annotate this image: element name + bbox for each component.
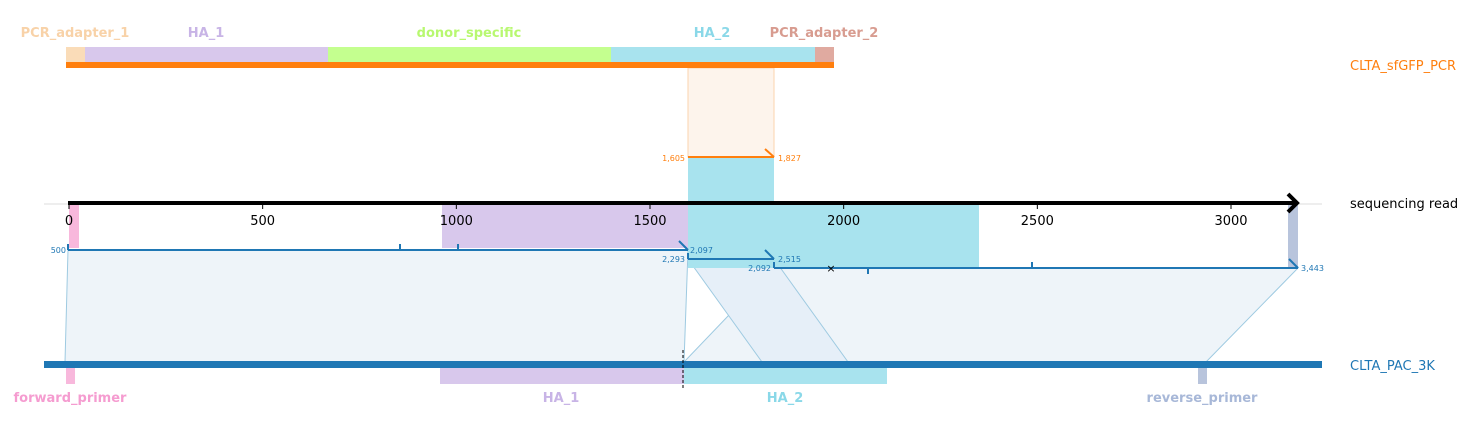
target-backbone-bar (44, 361, 1322, 368)
donor-feature-ha1 (85, 47, 328, 63)
read-region-ha1 (442, 205, 688, 248)
target-alignment-2-end-hook (764, 249, 775, 260)
target-alignment-3-end-label: 3,443 (1301, 264, 1324, 273)
read-axis-tick-label: 2500 (1021, 214, 1054, 229)
target-track-name: CLTA_PAC_3K (1350, 359, 1435, 374)
donor-feature-label-pcr-adapter-2: PCR_adapter_2 (770, 26, 879, 41)
read-axis-tick-label: 500 (250, 214, 275, 229)
read-region-forward-primer (69, 205, 79, 248)
donor-backbone-bar (66, 62, 834, 68)
donor-alignment: 1,605 1,827 (662, 148, 801, 163)
donor-feature-ha2 (611, 47, 815, 63)
read-region-ha2-upper (688, 157, 774, 205)
target-alignment-1-end-label: 2,097 (690, 246, 713, 255)
target-alignment-3-end-hook (1288, 258, 1299, 269)
read-axis-tick-label: 2000 (827, 214, 860, 229)
donor-feature-label-ha1: HA_1 (188, 26, 225, 41)
target-feature-label-ha1: HA_1 (543, 391, 580, 406)
read-axis-tick-label: 0 (65, 214, 73, 229)
read-direction-arrowhead (1286, 192, 1300, 214)
target-feature-reverse-primer (1198, 368, 1207, 384)
target-alignment-3-start-label: 2,092 (748, 264, 771, 273)
target-alignment-2-start-label: 2,293 (662, 255, 685, 264)
read-track-name: sequencing read (1350, 197, 1458, 212)
target-feature-forward-primer (66, 368, 75, 384)
donor-feature-label-ha2: HA_2 (694, 26, 731, 41)
donor-alignment-end-hook (764, 148, 775, 158)
read-region-ha2 (688, 205, 979, 268)
target-feature-label-ha2: HA_2 (767, 391, 804, 406)
donor-feature-label-donor-specific: donor_specific (417, 26, 522, 41)
donor-alignment-end-label: 1,827 (778, 154, 801, 163)
read-axis-tick-label: 3000 (1214, 214, 1247, 229)
donor-projection-shade (687, 67, 775, 158)
donor-track: PCR_adapter_1 HA_1 donor_specific HA_2 P… (21, 26, 1456, 74)
target-feature-ha1 (440, 368, 684, 384)
donor-feature-pcr-adapter-1 (66, 47, 85, 63)
read-axis-tick-label: 1000 (440, 214, 473, 229)
target-feature-label-forward-primer: forward_primer (14, 391, 128, 406)
target-track: forward_primer HA_1 HA_2 reverse_primer … (14, 350, 1435, 406)
donor-feature-donor-specific (328, 47, 611, 63)
donor-feature-pcr-adapter-2 (815, 47, 834, 63)
donor-track-name: CLTA_sfGFP_PCR (1350, 59, 1456, 74)
target-alignments: 500 2,097 2,293 2,515 × 2,092 3,443 (51, 240, 1324, 275)
read-axis: 0 500 1000 1500 2000 2500 3000 sequencing read (44, 192, 1458, 229)
target-feature-ha2 (684, 368, 887, 384)
donor-alignment-start-label: 1,605 (662, 154, 685, 163)
target-feature-label-reverse-primer: reverse_primer (1147, 391, 1259, 406)
target-alignment-1-shade (64, 249, 689, 363)
donor-feature-label-pcr-adapter-1: PCR_adapter_1 (21, 26, 130, 41)
read-axis-tick-label: 1500 (633, 214, 666, 229)
read-axis-ticks: 0 500 1000 1500 2000 2500 3000 (65, 205, 1248, 229)
target-alignment-1-end-hook (678, 240, 689, 251)
target-alignment-3-mismatch-marker: × (826, 262, 835, 275)
read-region-reverse-primer (1288, 205, 1298, 268)
connector-layer (64, 67, 1300, 363)
target-alignment-1-start-label: 500 (51, 246, 66, 255)
target-alignment-2-end-label: 2,515 (778, 255, 801, 264)
read-feature-layer (69, 157, 1298, 268)
